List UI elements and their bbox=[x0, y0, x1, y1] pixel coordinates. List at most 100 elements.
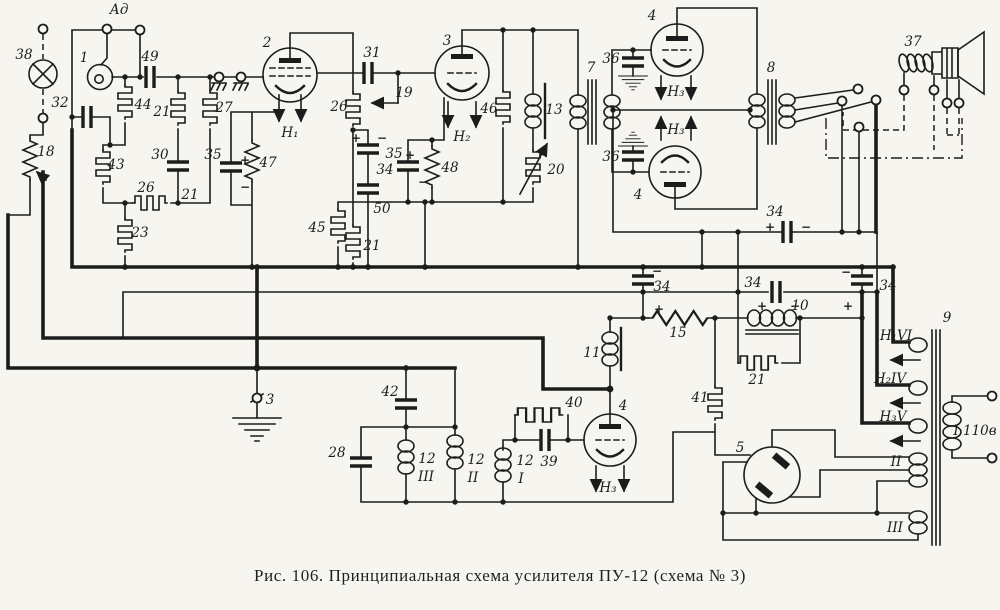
ref-20: 20 bbox=[546, 162, 565, 178]
capacitor-28 bbox=[348, 456, 374, 468]
plus-sign: + bbox=[405, 148, 415, 162]
resistor-18-pot bbox=[22, 137, 38, 181]
ref-h2: Н₂ bbox=[452, 129, 470, 145]
resistor-40 bbox=[513, 406, 564, 424]
resistor-46 bbox=[495, 89, 511, 125]
ground-36-bottom-icon bbox=[618, 131, 648, 147]
ref-h3: Н₃ bbox=[598, 480, 616, 496]
plus-sign: + bbox=[757, 299, 767, 313]
resistor-21-psu bbox=[737, 355, 779, 371]
minus-sign: − bbox=[240, 180, 250, 194]
minus-sign: − bbox=[841, 265, 851, 279]
ref-26: 26 bbox=[329, 99, 348, 115]
ref-2: 2 bbox=[262, 35, 272, 51]
ref-34: 34 bbox=[653, 279, 670, 295]
ref-30: 30 bbox=[151, 147, 169, 163]
ref-32: 32 bbox=[51, 95, 68, 111]
ref-h2w: Н₂IV bbox=[873, 371, 908, 387]
capacitor-34-mid bbox=[770, 279, 782, 305]
wiring-thin bbox=[7, 7, 988, 541]
ref-4: 4 bbox=[633, 187, 643, 203]
ref-10: 10 bbox=[791, 298, 809, 314]
ref-4: 4 bbox=[618, 398, 628, 414]
ref-w110: I 110в bbox=[952, 423, 996, 439]
resistor-41 bbox=[707, 385, 723, 421]
ref-36: 36 bbox=[602, 149, 620, 165]
ref-38: 38 bbox=[15, 47, 33, 63]
ref-3: 3 bbox=[443, 33, 452, 49]
ref-wIII: III bbox=[886, 520, 904, 536]
ref-46: 46 bbox=[479, 101, 498, 117]
ref-47: 47 bbox=[258, 155, 277, 171]
ref-5: 5 bbox=[736, 440, 745, 456]
tube-3 bbox=[434, 45, 490, 101]
rectifier-socket-5 bbox=[743, 446, 801, 504]
labels: 38 32 18 1 Ад 49 44 21 27 43 30 26 21 23… bbox=[15, 2, 996, 536]
capacitor-34-a bbox=[355, 143, 381, 155]
ref-19: 19 bbox=[395, 85, 413, 101]
capacitor-49 bbox=[144, 64, 156, 90]
transformer-9 bbox=[908, 329, 962, 546]
ref-4: 4 bbox=[647, 8, 657, 24]
minus-sign: − bbox=[652, 264, 662, 278]
chassis-ground-icons bbox=[210, 82, 249, 91]
capacitor-32 bbox=[81, 104, 93, 130]
earth-ground-icon bbox=[232, 417, 282, 442]
ref-1: 1 bbox=[80, 50, 89, 66]
ground-36-top-icon bbox=[618, 75, 648, 91]
ref-31: 31 bbox=[363, 45, 380, 61]
ref-12: 12 bbox=[516, 453, 533, 469]
capacitor-34-top bbox=[781, 219, 793, 245]
ref-h3: Н₃ bbox=[666, 122, 684, 138]
capacitor-42 bbox=[393, 398, 419, 410]
ref-35: 35 bbox=[204, 147, 221, 163]
ref-27: 27 bbox=[214, 100, 233, 116]
coil-11 bbox=[601, 326, 623, 372]
plus-sign: + bbox=[654, 302, 664, 316]
ref-h1w: Н₁VI bbox=[879, 328, 913, 344]
resistor-26-v bbox=[345, 91, 361, 127]
tube-4-bottom bbox=[648, 145, 702, 199]
choke-10 bbox=[745, 309, 799, 335]
coil-12-I bbox=[494, 447, 512, 483]
resistor-21-input bbox=[170, 90, 186, 126]
minus-sign: − bbox=[790, 299, 800, 313]
ref-15: 15 bbox=[669, 325, 686, 341]
coil-12-III bbox=[397, 439, 415, 475]
lamp-38-icon bbox=[28, 59, 58, 89]
loudspeaker-37-icon bbox=[898, 30, 985, 96]
schematic: 38 32 18 1 Ад 49 44 21 27 43 30 26 21 23… bbox=[6, 2, 998, 546]
ref-39: 39 bbox=[540, 454, 558, 470]
capacitor-30 bbox=[165, 160, 191, 172]
arrows bbox=[35, 75, 921, 493]
figure-caption: Рис. 106. Принципиальная схема усилителя… bbox=[254, 566, 746, 585]
ref-8: 8 bbox=[767, 60, 776, 76]
capacitor-36-top bbox=[620, 56, 646, 68]
wiring-dashed bbox=[42, 34, 960, 150]
ref-40: 40 bbox=[564, 395, 583, 411]
tube-4-driver bbox=[583, 413, 637, 467]
ref-48: 48 bbox=[440, 160, 459, 176]
plus-sign: + bbox=[240, 153, 250, 167]
ref-34: 34 bbox=[879, 278, 896, 294]
wiring-thick bbox=[6, 103, 911, 425]
ref-21: 21 bbox=[362, 238, 380, 254]
ref-h1: Н₁ bbox=[280, 125, 298, 141]
microphone-1-icon bbox=[86, 63, 114, 91]
tube-4-top bbox=[650, 23, 704, 77]
ref-23: 23 bbox=[130, 225, 148, 241]
plus-sign: + bbox=[843, 299, 853, 313]
coil-12-II bbox=[446, 434, 464, 470]
transformer-7 bbox=[569, 79, 621, 145]
plus-sign: + bbox=[351, 131, 361, 145]
ref-21: 21 bbox=[747, 372, 765, 388]
capacitor-39 bbox=[539, 427, 551, 453]
ref-28: 28 bbox=[327, 445, 346, 461]
ref-9: 9 bbox=[943, 310, 952, 326]
capacitor-34-right bbox=[849, 274, 875, 286]
capacitor-34-left bbox=[630, 274, 656, 286]
capacitor-50 bbox=[355, 183, 381, 195]
ref-41: 41 bbox=[690, 390, 708, 406]
ref-36: 36 bbox=[602, 51, 620, 67]
